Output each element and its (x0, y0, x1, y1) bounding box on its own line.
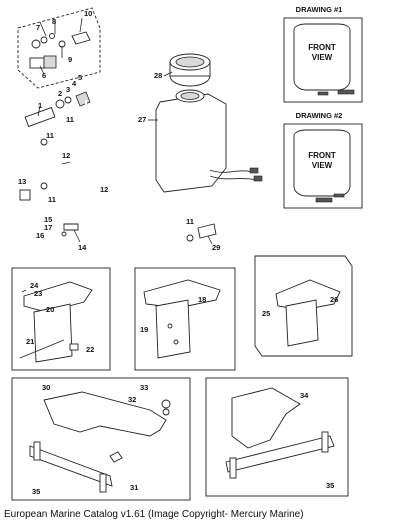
callout-26: 26 (330, 295, 338, 304)
callout-17: 17 (44, 223, 52, 232)
bracket-box-1 (11, 267, 111, 371)
callout-12a: 12 (62, 151, 70, 160)
hose-assembly (19, 91, 217, 247)
bracket-box-3 (254, 255, 353, 357)
callout-14: 14 (78, 243, 87, 252)
callout-18: 18 (198, 295, 206, 304)
callout-11d: 11 (186, 217, 194, 226)
callout-31: 31 (130, 483, 138, 492)
drawing-2-view-label: VIEW (312, 161, 333, 170)
callout-35b: 35 (326, 481, 334, 490)
bracket-box-5 (205, 377, 349, 497)
callout-30: 30 (42, 383, 50, 392)
callout-32: 32 (128, 395, 136, 404)
callout-23: 23 (34, 289, 42, 298)
callout-12b: 12 (100, 185, 108, 194)
callout-22: 22 (86, 345, 94, 354)
callout-28: 28 (154, 71, 162, 80)
callout-24: 24 (30, 281, 39, 290)
callout-21: 21 (26, 337, 34, 346)
callout-9: 9 (68, 55, 72, 64)
drawing-1-title: DRAWING #1 (296, 5, 343, 14)
fitting-detail-group (17, 7, 101, 89)
callout-1: 1 (38, 101, 42, 110)
callout-5: 5 (78, 73, 82, 82)
callout-27: 27 (138, 115, 146, 124)
callout-8: 8 (52, 17, 56, 26)
drawing-2: DRAWING #2 FRONT VIEW (283, 111, 363, 209)
drawing-2-front-label: FRONT (308, 151, 336, 160)
callout-13: 13 (18, 177, 26, 186)
callout-20: 20 (46, 305, 54, 314)
bracket-box-2 (134, 267, 236, 371)
callout-34: 34 (300, 391, 309, 400)
callout-4: 4 (72, 79, 77, 88)
callout-11b: 11 (46, 131, 54, 140)
callout-3: 3 (66, 85, 70, 94)
callout-33: 33 (140, 383, 148, 392)
callout-10: 10 (84, 9, 92, 18)
callout-7: 7 (36, 23, 40, 32)
callout-6: 6 (42, 71, 46, 80)
drawing-1: DRAWING #1 FRONT VIEW (283, 5, 363, 103)
callout-16: 16 (36, 231, 44, 240)
callout-11a: 11 (66, 115, 74, 124)
callout-29: 29 (212, 243, 220, 252)
drawing-1-front-label: FRONT (308, 43, 336, 52)
callout-2: 2 (58, 89, 62, 98)
reservoir-group (148, 53, 263, 193)
callout-35a: 35 (32, 487, 40, 496)
callout-25: 25 (262, 309, 270, 318)
bracket-box-4 (11, 377, 191, 501)
callout-11c: 11 (48, 195, 56, 204)
callout-15: 15 (44, 215, 52, 224)
callouts: 10 7 8 9 6 1 2 3 4 5 11 11 12 12 13 11 1… (18, 9, 338, 496)
drawing-1-view-label: VIEW (312, 53, 333, 62)
callout-19: 19 (140, 325, 148, 334)
drawing-2-title: DRAWING #2 (296, 111, 343, 120)
catalog-footer: European Marine Catalog v1.61 (Image Cop… (4, 509, 304, 520)
